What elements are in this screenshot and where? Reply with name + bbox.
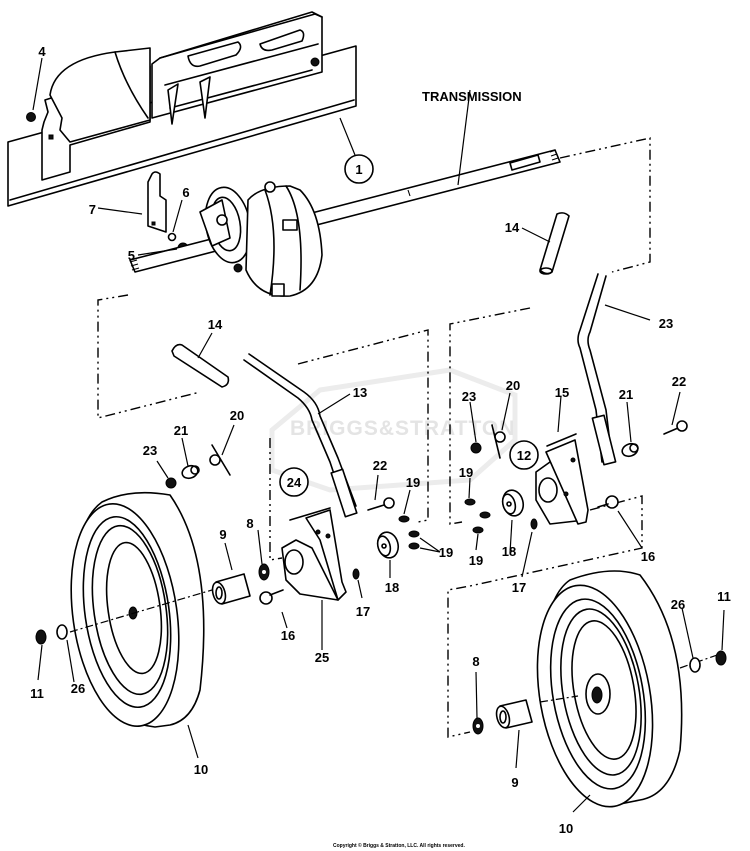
callout-6[interactable]: 6 xyxy=(182,185,189,200)
alignment-line-right-lower xyxy=(447,495,643,738)
callout-22-left[interactable]: 22 xyxy=(373,458,387,473)
part-14-pin-right[interactable] xyxy=(539,212,570,275)
part-8-washer-right[interactable] xyxy=(472,717,484,735)
callout-20-left[interactable]: 20 xyxy=(230,408,244,423)
callout-16-right[interactable]: 16 xyxy=(641,549,655,564)
circled-reference-12-text: 12 xyxy=(517,448,531,463)
callout-25[interactable]: 25 xyxy=(315,650,329,665)
part-10-wheel-right[interactable] xyxy=(521,570,683,816)
callout-7[interactable]: 7 xyxy=(89,202,96,217)
watermark-text: BRIGGS&STRATTON xyxy=(290,417,515,440)
callout-19-b[interactable]: 19 xyxy=(439,545,453,560)
callout-11-left[interactable]: 11 xyxy=(30,686,44,701)
callout-23-left[interactable]: 23 xyxy=(143,443,157,458)
alignment-line-left-inner xyxy=(297,329,429,523)
part-22-bolt-left[interactable] xyxy=(367,497,395,511)
part-26-washer-left[interactable] xyxy=(56,624,68,640)
callout-26-left[interactable]: 26 xyxy=(71,681,85,696)
leader-lines xyxy=(32,57,725,813)
callout-11-right[interactable]: 11 xyxy=(717,589,731,604)
part-11-nut-left[interactable] xyxy=(35,629,47,645)
callout-22-right[interactable]: 22 xyxy=(672,374,686,389)
callout-21-right[interactable]: 21 xyxy=(619,387,633,402)
callout-13[interactable]: 13 xyxy=(353,385,367,400)
callout-9-left[interactable]: 9 xyxy=(219,527,226,542)
part-16-bolt-left[interactable] xyxy=(259,589,284,605)
callout-21-left[interactable]: 21 xyxy=(174,423,188,438)
callout-14-left[interactable]: 14 xyxy=(208,317,223,332)
circled-reference-24[interactable]: 24 xyxy=(279,467,309,497)
callout-labels: 4 7 6 5 14 14 23 13 20 21 23 22 19 19 9 … xyxy=(30,44,731,836)
part-9-bushing-right[interactable] xyxy=(494,699,533,729)
part-10-wheel-left[interactable] xyxy=(58,491,205,733)
alignment-line-left-box xyxy=(97,294,201,419)
callout-10-left[interactable]: 10 xyxy=(194,762,208,777)
circled-reference-12[interactable]: 12 xyxy=(509,440,539,470)
part-20-spring-clip-left[interactable] xyxy=(209,444,231,476)
callout-20-right[interactable]: 20 xyxy=(506,378,520,393)
callout-16-left[interactable]: 16 xyxy=(281,628,295,643)
part-26-washer-right[interactable] xyxy=(689,657,701,673)
part-13-rod[interactable] xyxy=(243,353,357,511)
part-7-bracket[interactable] xyxy=(147,171,167,233)
part-4-screw[interactable] xyxy=(26,112,36,122)
callout-26-right[interactable]: 26 xyxy=(671,597,685,612)
part-13-grip xyxy=(330,468,358,518)
part-8-washer-left[interactable] xyxy=(258,563,270,581)
circled-reference-1-text: 1 xyxy=(355,162,362,177)
part-25-bracket[interactable] xyxy=(281,507,347,601)
callout-19-c[interactable]: 19 xyxy=(459,465,473,480)
part-18-roller-right[interactable] xyxy=(500,488,526,518)
part-17-pin-right[interactable] xyxy=(530,518,538,530)
transmission-label: TRANSMISSION xyxy=(422,89,522,104)
callout-15[interactable]: 15 xyxy=(555,385,569,400)
callout-23-rod[interactable]: 23 xyxy=(659,316,673,331)
callout-17-right[interactable]: 17 xyxy=(512,580,526,595)
watermark: BRIGGS&STRATTON xyxy=(269,367,518,493)
part-1-cover[interactable] xyxy=(7,11,357,207)
callout-8-right[interactable]: 8 xyxy=(472,654,479,669)
transmission-assembly[interactable] xyxy=(129,149,561,297)
part-9-bushing-left[interactable] xyxy=(210,573,251,605)
circled-reference-24-text: 24 xyxy=(287,475,302,490)
part-16-bolt-right[interactable] xyxy=(597,495,619,509)
part-20-spring-clip-right[interactable] xyxy=(491,424,506,459)
callout-9-right[interactable]: 9 xyxy=(511,775,518,790)
part-11-nut-right[interactable] xyxy=(715,650,727,666)
part-19-screws-left[interactable] xyxy=(398,515,420,550)
axle-line-left xyxy=(69,589,213,633)
part-21-spacer-left[interactable] xyxy=(180,464,200,481)
callout-5[interactable]: 5 xyxy=(128,248,135,263)
part-6-washer[interactable] xyxy=(167,232,177,242)
part-15-bracket[interactable] xyxy=(535,433,589,525)
callout-19-d[interactable]: 19 xyxy=(469,553,483,568)
alignment-line-upper xyxy=(559,137,651,273)
callout-4[interactable]: 4 xyxy=(38,44,46,59)
part-14-pin-left[interactable] xyxy=(171,343,230,388)
copyright-notice: Copyright © Briggs & Stratton, LLC. All … xyxy=(333,842,465,849)
part-23-knob-left[interactable] xyxy=(165,477,177,489)
part-23-knob-right[interactable] xyxy=(470,442,482,454)
callout-8-left[interactable]: 8 xyxy=(246,516,253,531)
part-23-rod[interactable] xyxy=(577,273,613,463)
part-21-spacer-right[interactable] xyxy=(620,442,639,459)
callout-19-a[interactable]: 19 xyxy=(406,475,420,490)
part-17-pin-left[interactable] xyxy=(352,568,360,580)
circled-reference-1[interactable]: 1 xyxy=(344,154,374,184)
callout-23-right[interactable]: 23 xyxy=(462,389,476,404)
alignment-line-left-vertical xyxy=(269,438,283,561)
part-19-screws-right[interactable] xyxy=(464,498,491,534)
callout-18-left[interactable]: 18 xyxy=(385,580,399,595)
part-22-bolt-right[interactable] xyxy=(663,420,688,435)
alignment-line-right-inner xyxy=(449,307,531,525)
part-23-grip xyxy=(591,414,617,466)
callout-10-right[interactable]: 10 xyxy=(559,821,573,836)
part-18-roller-left[interactable] xyxy=(375,530,401,560)
callout-18-right[interactable]: 18 xyxy=(502,544,516,559)
callout-14-right[interactable]: 14 xyxy=(505,220,520,235)
callout-17-left[interactable]: 17 xyxy=(356,604,370,619)
